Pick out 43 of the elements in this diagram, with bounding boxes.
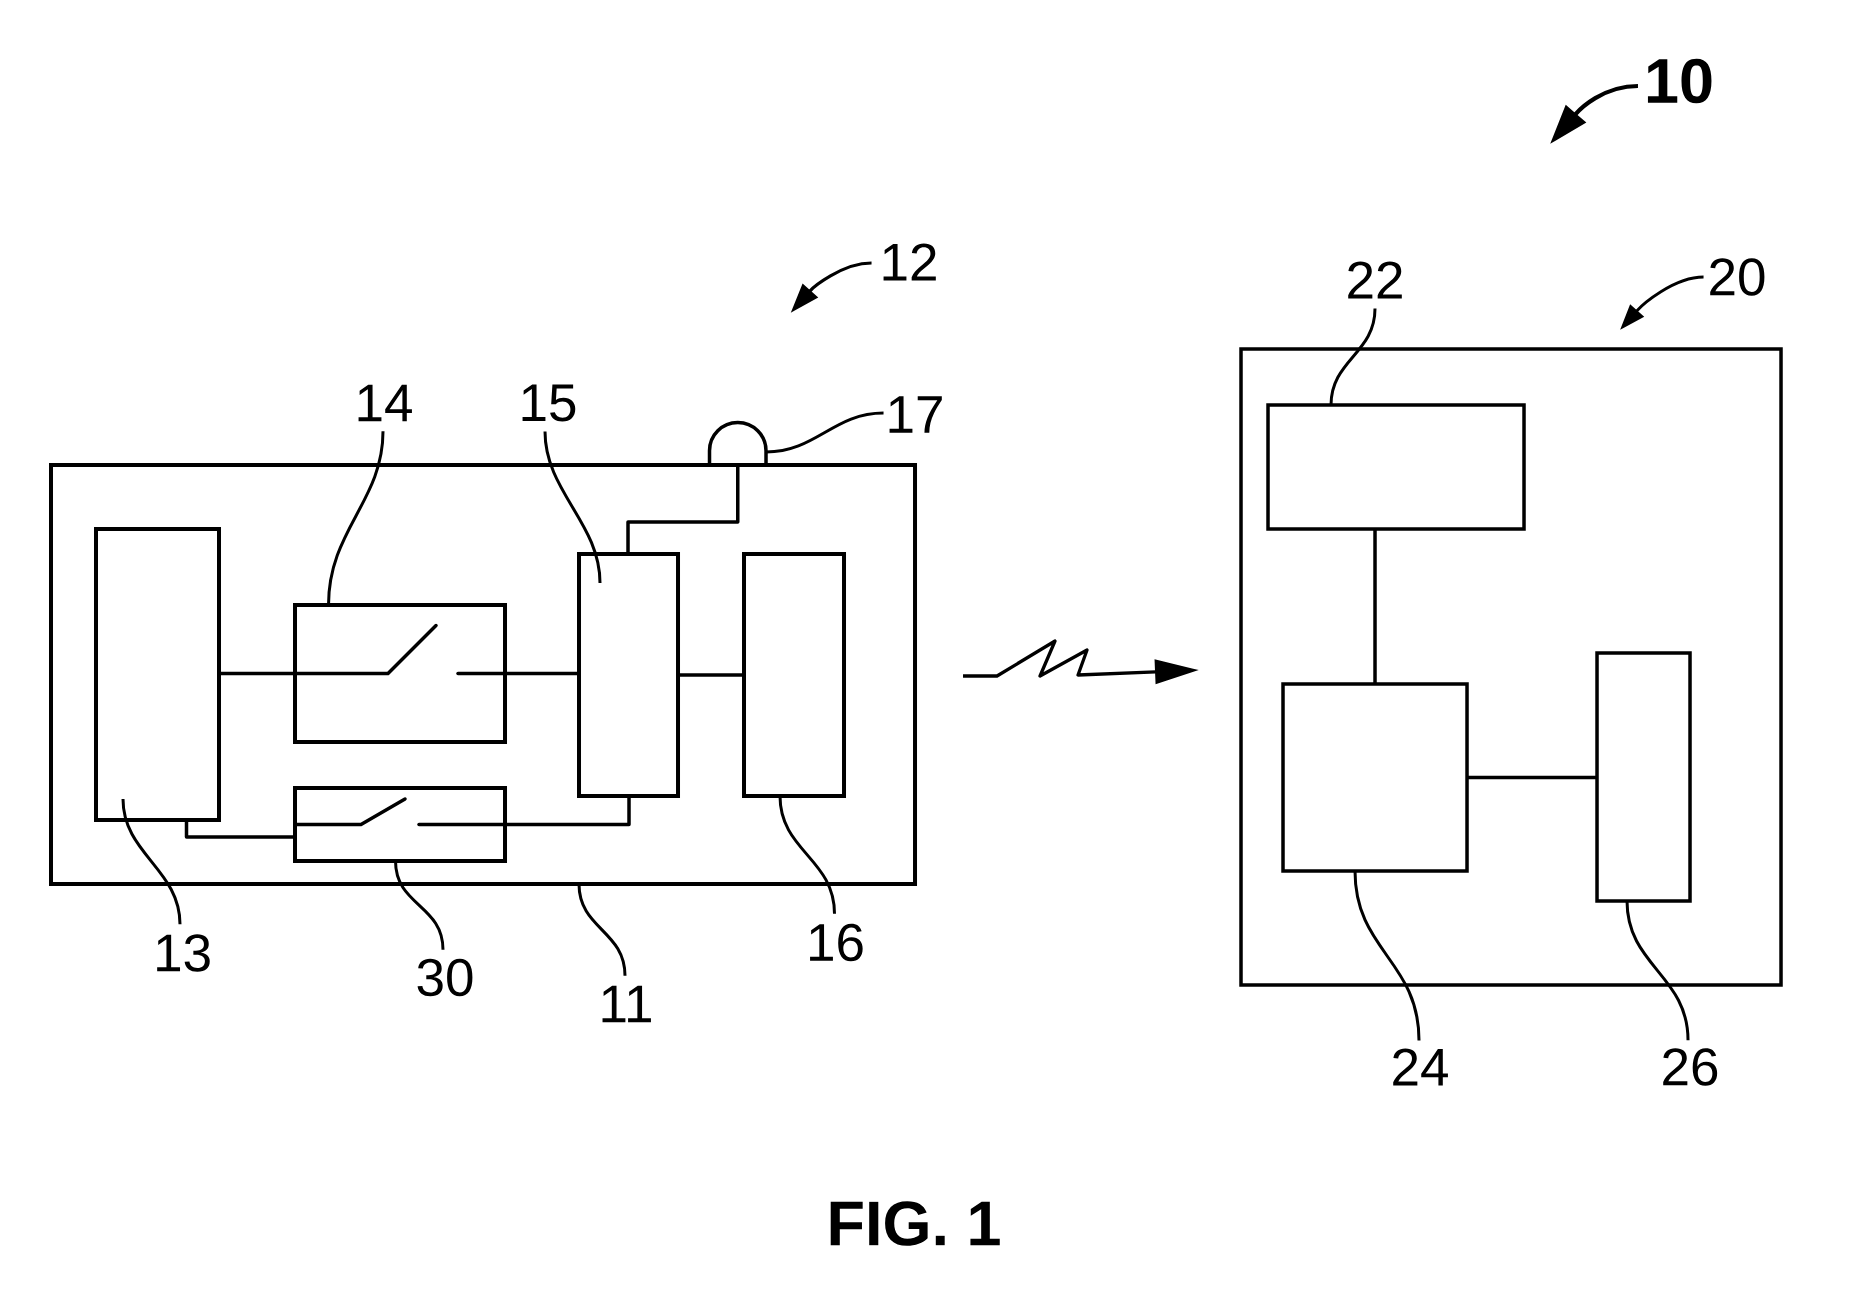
callout-number: 11 xyxy=(602,985,651,1023)
leader-line xyxy=(327,431,385,606)
component-box xyxy=(1281,682,1469,873)
callout-number: 15 xyxy=(522,384,576,422)
wire xyxy=(678,673,744,677)
dome-bump xyxy=(707,420,768,465)
callout-number: 14 xyxy=(358,384,412,422)
component-box xyxy=(1595,651,1692,903)
callout-number: 22 xyxy=(1348,261,1402,299)
wire xyxy=(626,465,740,554)
figure-caption: FIG. 1 xyxy=(830,1201,1000,1246)
callout-number: 16 xyxy=(810,923,863,962)
component-box xyxy=(94,527,221,822)
leader-line xyxy=(1625,900,1690,1041)
component-box xyxy=(293,603,507,744)
leader-line xyxy=(1329,308,1377,406)
callout-number: 13 xyxy=(157,934,210,972)
leader-line xyxy=(577,883,627,976)
leader-line xyxy=(121,798,182,925)
leader-line xyxy=(394,860,445,950)
housing-box xyxy=(49,463,917,886)
callout-number: 10 xyxy=(1647,58,1712,104)
wire xyxy=(1373,529,1377,684)
unit-box xyxy=(1239,347,1783,987)
callout-number: 12 xyxy=(883,243,936,281)
leader-line xyxy=(765,411,884,454)
wire xyxy=(505,796,631,827)
component-box xyxy=(742,552,846,798)
wire xyxy=(1467,775,1597,780)
leader-line xyxy=(543,431,602,584)
component-box xyxy=(577,552,680,798)
component-box xyxy=(293,786,507,863)
callout-number: 30 xyxy=(417,958,473,997)
callout-number: 20 xyxy=(1710,258,1765,296)
wire xyxy=(505,671,579,676)
component-box xyxy=(1266,403,1526,531)
callout-number: 24 xyxy=(1393,1048,1448,1086)
callout-number: 26 xyxy=(1663,1048,1718,1086)
callout-number: 17 xyxy=(889,396,942,433)
wire xyxy=(219,671,295,676)
leader-line xyxy=(778,795,836,914)
wire xyxy=(184,820,295,839)
leader-line xyxy=(1353,870,1421,1041)
